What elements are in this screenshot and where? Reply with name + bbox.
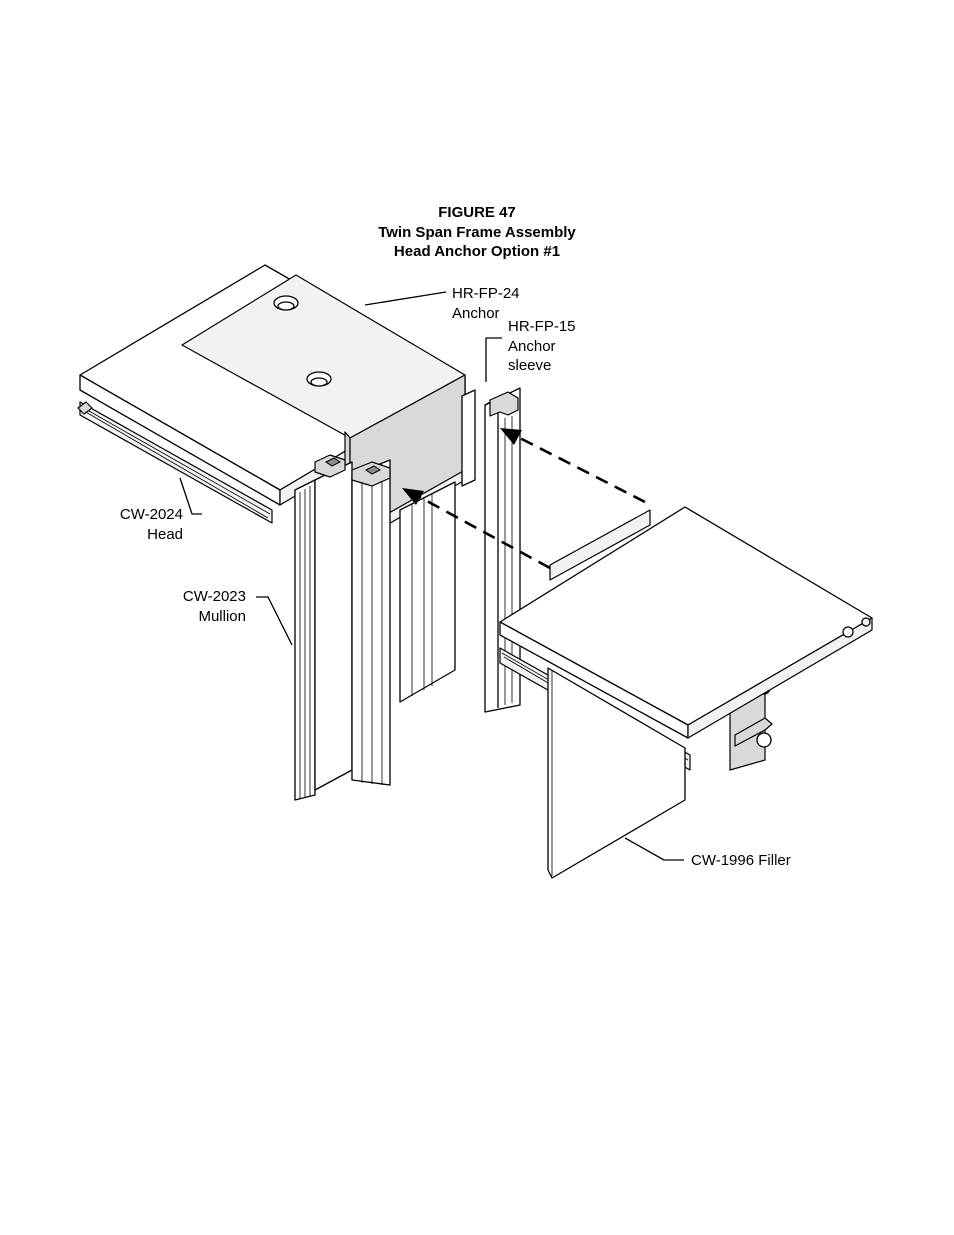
callout-anchor-desc: Anchor: [452, 304, 500, 322]
assembly-arrows: [402, 428, 646, 570]
callout-sleeve-part: HR-FP-15: [508, 318, 576, 335]
figure-title: Twin Span Frame Assembly: [378, 223, 576, 241]
callout-filler: CW-1996 Filler: [691, 852, 791, 869]
cw-2024-head-rail: [77, 401, 273, 524]
hr-fp-24-anchor-plate: [79, 264, 466, 536]
figure-subtitle: Head Anchor Option #1: [393, 243, 561, 260]
callout-head-part: CW-2024: [119, 506, 183, 523]
callout-anchor-sleeve: HR-FP-15 Anchor sleeve: [508, 317, 576, 376]
cw-2023-mullion: [294, 454, 391, 801]
callout-anchor: HR-FP-24 Anchor: [452, 284, 520, 323]
cw-1996-filler-panel: [547, 667, 686, 879]
callout-sleeve-desc-2: sleeve: [508, 357, 552, 374]
callout-head: CW-2024 Head: [95, 505, 183, 544]
figure-title-block: FIGURE 47 Twin Span Frame Assembly Head …: [0, 203, 954, 262]
callout-mullion-desc: Mullion: [198, 607, 246, 625]
figure-number: FIGURE 47: [438, 204, 516, 221]
callout-head-desc: Head: [147, 525, 183, 543]
callout-mullion: CW-2023 Mullion: [158, 587, 246, 626]
callout-anchor-part: HR-FP-24: [452, 285, 520, 302]
leader-lines: [179, 291, 684, 861]
right-anchor-plate: [499, 506, 873, 739]
callout-sleeve-desc-1: Anchor: [508, 337, 556, 355]
callout-mullion-part: CW-2023: [182, 588, 246, 605]
